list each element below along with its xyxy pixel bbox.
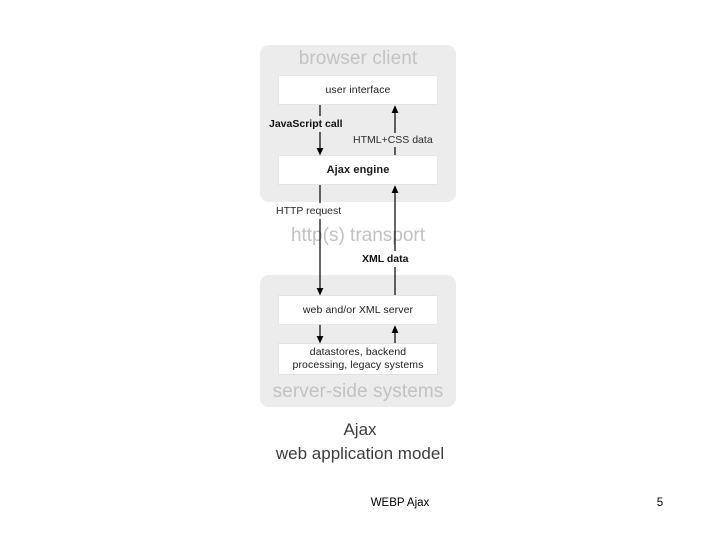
flow-label-http-request: HTTP request xyxy=(276,205,342,217)
box-ajax-engine: Ajax engine xyxy=(278,155,438,185)
panel-browser-client-heading: browser client xyxy=(298,48,418,69)
panel-browser-client: browser client user interface Ajax engin… xyxy=(260,45,456,202)
diagram-caption: Ajax web application model xyxy=(0,418,720,466)
ajax-architecture-diagram: browser client user interface Ajax engin… xyxy=(260,45,456,407)
box-datastores-line2: processing, legacy systems xyxy=(292,359,424,371)
flow-label-html-css-data: HTML+CSS data xyxy=(353,134,433,146)
box-user-interface: user interface xyxy=(278,75,438,105)
box-datastores-backend: datastores, backend processing, legacy s… xyxy=(278,343,438,375)
diagram-caption-line1: Ajax xyxy=(343,420,377,439)
slide-footer-title: WEBP Ajax xyxy=(370,497,430,509)
flow-label-xml-data: XML data xyxy=(362,253,409,265)
panel-server-side-systems: server-side systems web and/or XML serve… xyxy=(260,275,456,407)
diagram-caption-line2: web application model xyxy=(275,444,445,463)
flow-label-javascript-call: JavaScript call xyxy=(269,118,343,130)
box-datastores-line1: datastores, backend xyxy=(309,346,407,358)
box-web-xml-server: web and/or XML server xyxy=(278,295,438,325)
slide-page-number: 5 xyxy=(656,497,664,509)
panel-server-side-systems-heading: server-side systems xyxy=(272,381,444,402)
transport-heading: http(s) transport xyxy=(290,225,426,246)
